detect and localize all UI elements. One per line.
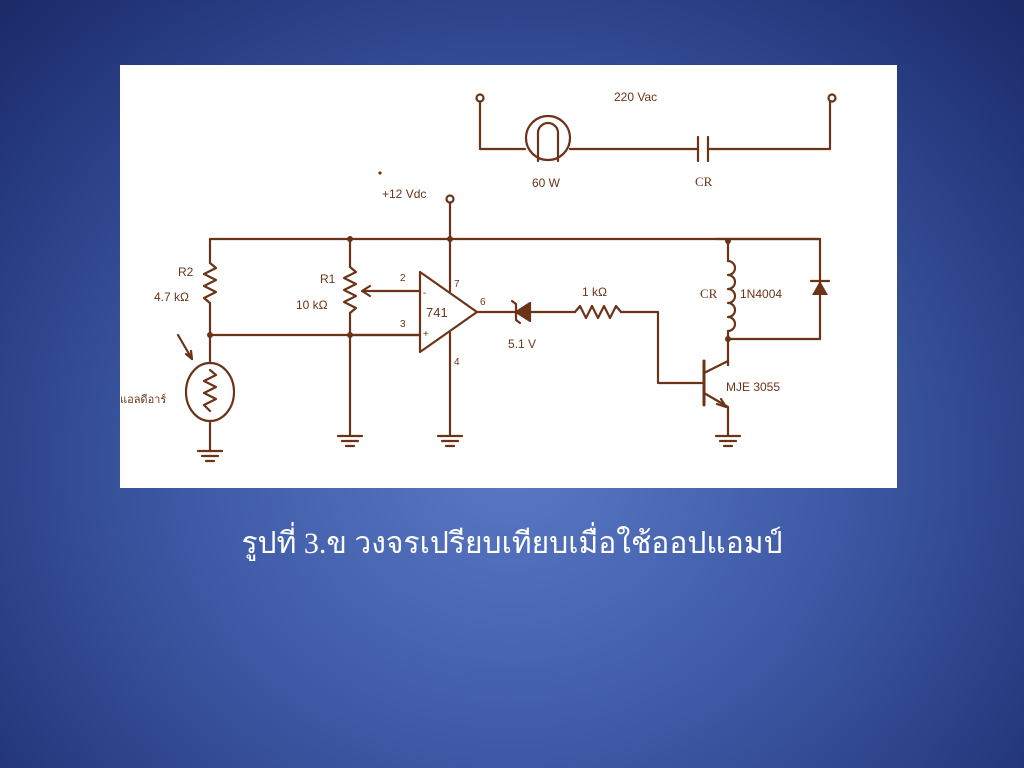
circuit-diagram: 220 Vac 60 W CR +12 Vdc R2 xyxy=(120,65,897,488)
pin3-label: 3 xyxy=(400,319,406,330)
r2-resistor: R2 4.7 kΩ xyxy=(154,237,218,337)
pin4-label: 4 xyxy=(454,357,460,368)
relay-coil: CR xyxy=(700,239,737,367)
circuit-svg: 220 Vac 60 W CR +12 Vdc R2 xyxy=(120,90,837,463)
resistor-1k-label: 1 kΩ xyxy=(582,285,607,299)
pin7-label: 7 xyxy=(454,279,460,290)
ldr-label: แอลดีอาร์ xyxy=(120,393,166,406)
ldr: แอลดีอาร์ xyxy=(120,333,236,452)
ground-opamp xyxy=(436,434,464,448)
opamp-label: 741 xyxy=(426,305,448,320)
transistor-label: MJE 3055 xyxy=(726,380,780,394)
transistor-mje3055: MJE 3055 xyxy=(702,359,780,437)
dc-terminal xyxy=(445,194,455,204)
ground-transistor xyxy=(714,434,742,448)
dc-supply-label: +12 Vdc xyxy=(382,187,426,201)
ac-terminal-right xyxy=(827,93,837,103)
opamp-741: 741 2 3 4 6 7 - + xyxy=(400,237,507,437)
flyback-diode: 1N4004 xyxy=(726,273,831,341)
pin2-label: 2 xyxy=(400,273,406,284)
figure-caption: รูปที่ 3.ข วงจรเปรียบเทียบเมื่อใช้ออปแอม… xyxy=(241,527,783,560)
r1-value: 10 kΩ xyxy=(296,298,328,312)
r2-value: 4.7 kΩ xyxy=(154,290,189,304)
pin-plus-label: + xyxy=(423,329,429,340)
ground-r1 xyxy=(336,434,364,448)
relay-contact-cr xyxy=(696,135,710,163)
lamp-60w xyxy=(524,114,572,163)
relay-contact-label: CR xyxy=(695,174,713,189)
pin-minus-label: - xyxy=(423,288,426,299)
r2-name: R2 xyxy=(178,265,194,279)
dc-supply: +12 Vdc xyxy=(378,171,455,241)
relay-coil-label: CR xyxy=(700,286,718,301)
zener-label: 5.1 V xyxy=(508,337,536,351)
pin6-label: 6 xyxy=(480,297,486,308)
lamp-label: 60 W xyxy=(532,176,561,190)
diode-label: 1N4004 xyxy=(740,287,782,301)
ac-terminal-left xyxy=(475,93,485,103)
ground-ldr xyxy=(196,449,224,463)
ac-circuit: 220 Vac 60 W CR xyxy=(475,90,837,190)
r1-potentiometer: R1 10 kΩ xyxy=(296,237,422,437)
zener-diode: 5.1 V xyxy=(503,299,577,351)
resistor-1k: 1 kΩ xyxy=(573,285,704,385)
r1-name: R1 xyxy=(320,272,336,286)
ac-supply-label: 220 Vac xyxy=(614,90,657,104)
